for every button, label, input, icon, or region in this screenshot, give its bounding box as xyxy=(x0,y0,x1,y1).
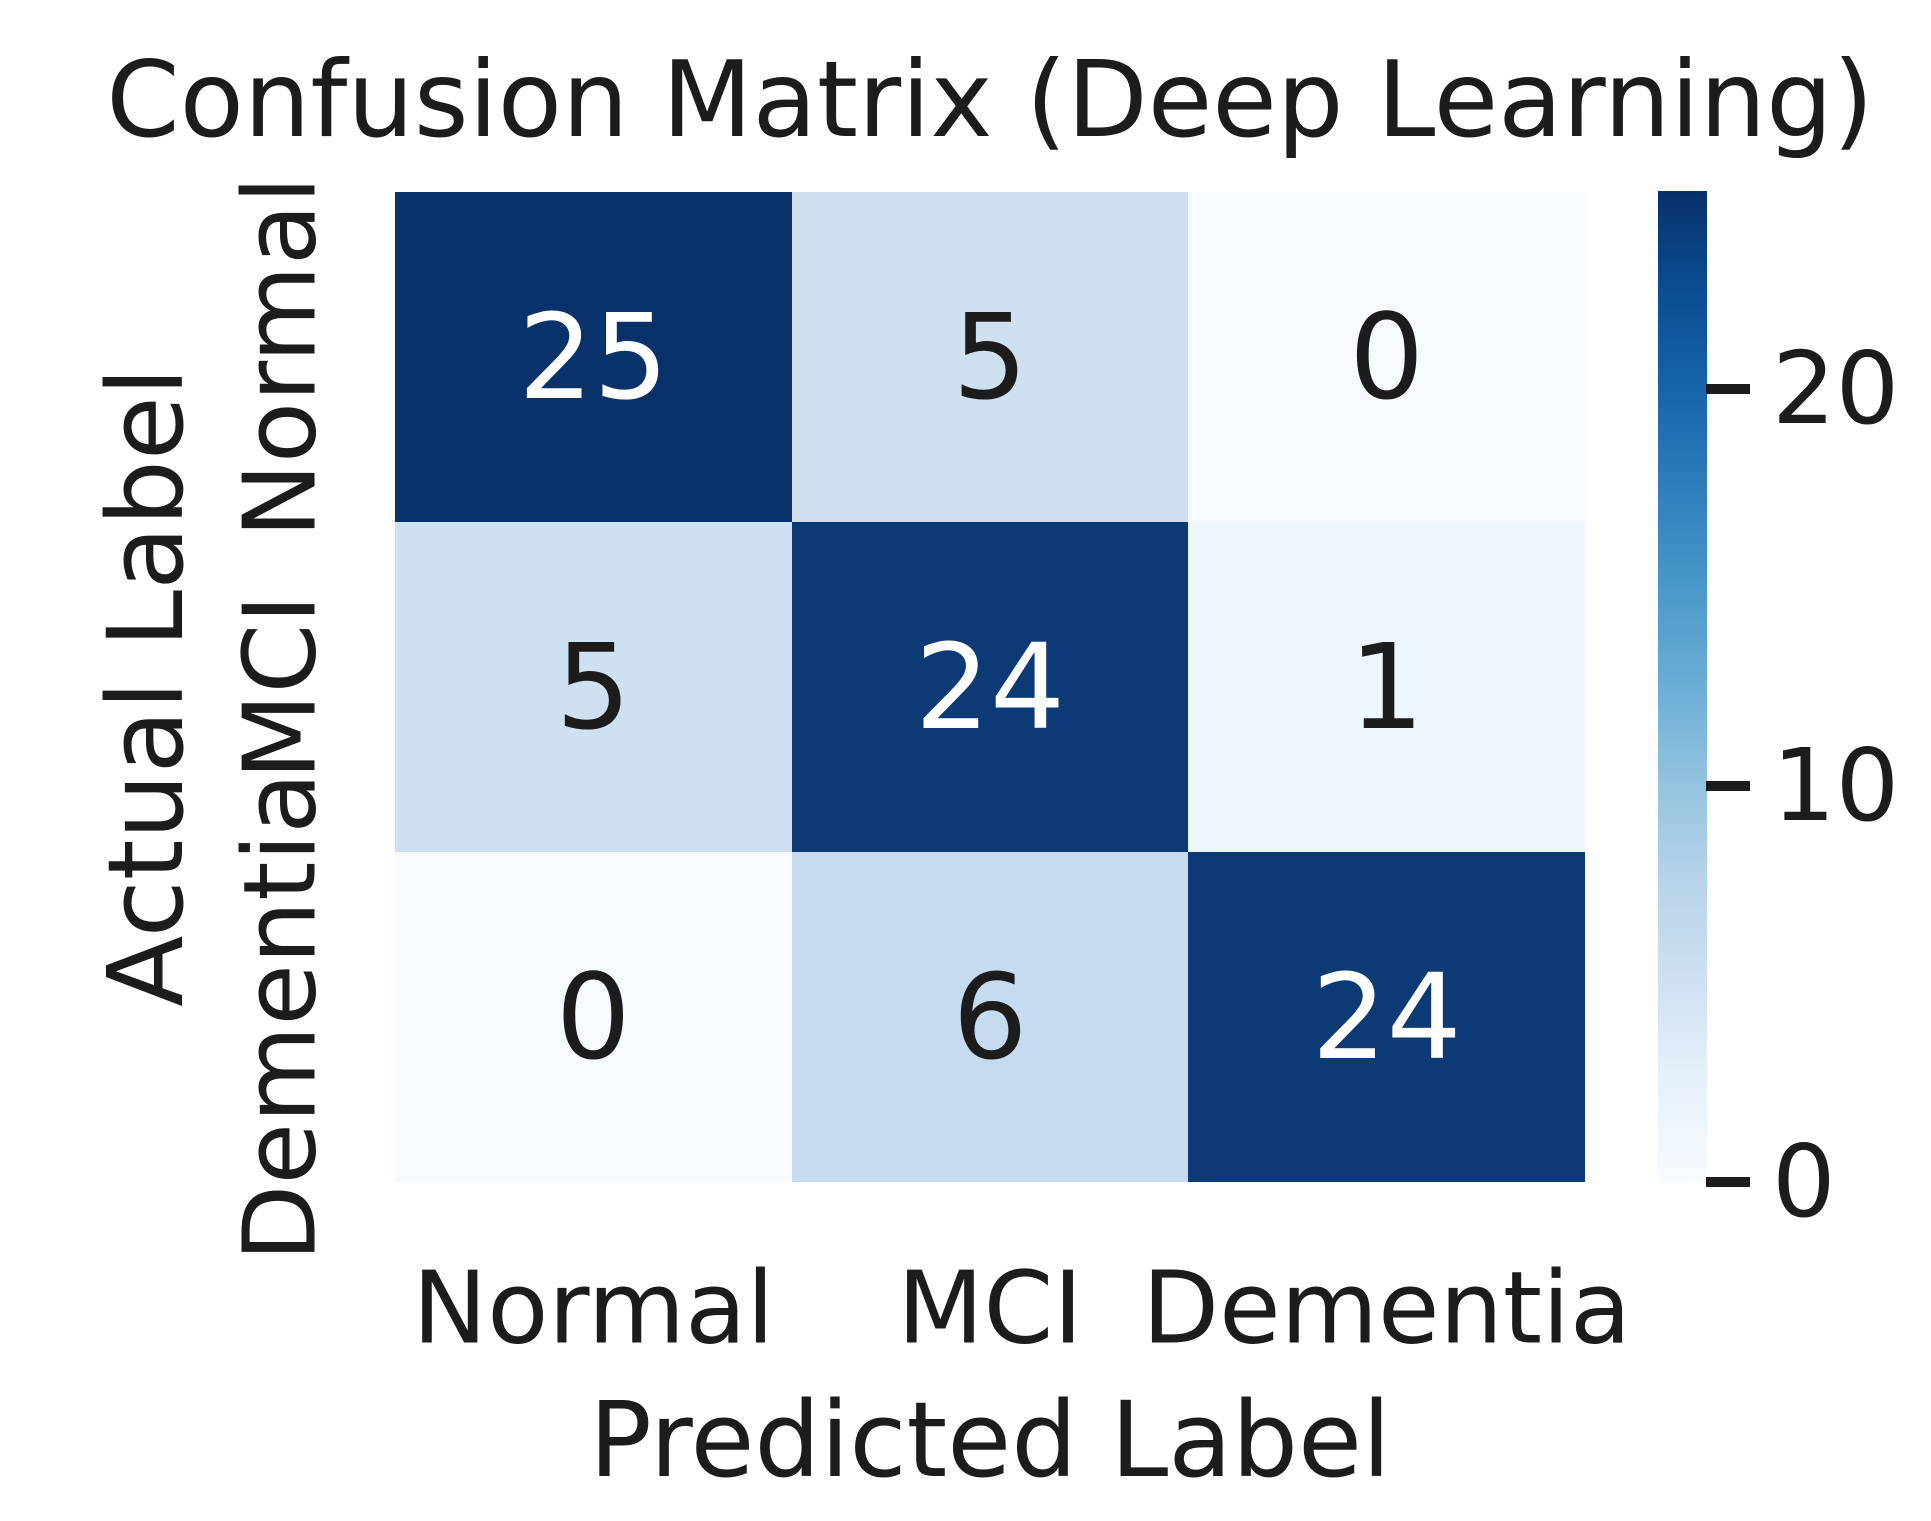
colorbar-gradient xyxy=(1658,191,1707,1182)
heatmap-cell: 25 xyxy=(395,192,792,522)
y-axis-label: Actual Label xyxy=(85,367,207,1007)
heatmap-cell: 24 xyxy=(791,522,1189,852)
colorbar-tick-label: 0 xyxy=(1772,1123,1836,1240)
y-tick-label: MCI xyxy=(221,594,339,780)
y-tick-label: Dementia xyxy=(221,772,339,1262)
heatmap-cell: 24 xyxy=(1188,852,1585,1182)
heatmap-cell: 0 xyxy=(395,852,792,1182)
colorbar-tick-label: 10 xyxy=(1772,726,1900,844)
chart-title: Confusion Matrix (Deep Learning) xyxy=(106,39,1874,161)
cell-value: 6 xyxy=(952,948,1028,1086)
cell-value: 1 xyxy=(1349,618,1425,756)
colorbar-tick-label: 20 xyxy=(1772,330,1900,448)
heatmap-cell: 1 xyxy=(1188,522,1585,852)
cell-value: 24 xyxy=(1311,948,1462,1086)
y-tick-label: Normal xyxy=(221,176,339,538)
colorbar-tick-mark xyxy=(1706,1177,1750,1187)
colorbar-tick-mark xyxy=(1706,384,1750,395)
heatmap-cell: 5 xyxy=(791,192,1189,522)
cell-value: 5 xyxy=(555,618,631,756)
x-tick-label: Normal xyxy=(412,1249,775,1367)
cell-value: 24 xyxy=(914,618,1066,756)
x-tick-label: MCI xyxy=(897,1249,1083,1367)
x-tick-label: Dementia xyxy=(1142,1249,1632,1367)
cell-value: 0 xyxy=(555,948,631,1086)
colorbar-tick-mark xyxy=(1706,780,1750,791)
heatmap-cell: 5 xyxy=(395,522,792,852)
cell-value: 5 xyxy=(952,288,1028,426)
x-axis-label: Predicted Label xyxy=(589,1379,1391,1501)
cell-value: 0 xyxy=(1349,288,1425,426)
heatmap-cell: 0 xyxy=(1188,192,1585,522)
heatmap-grid: 25 5 0 5 24 1 0 6 24 xyxy=(395,192,1585,1182)
heatmap-cell: 6 xyxy=(791,852,1189,1182)
cell-value: 25 xyxy=(518,288,669,426)
